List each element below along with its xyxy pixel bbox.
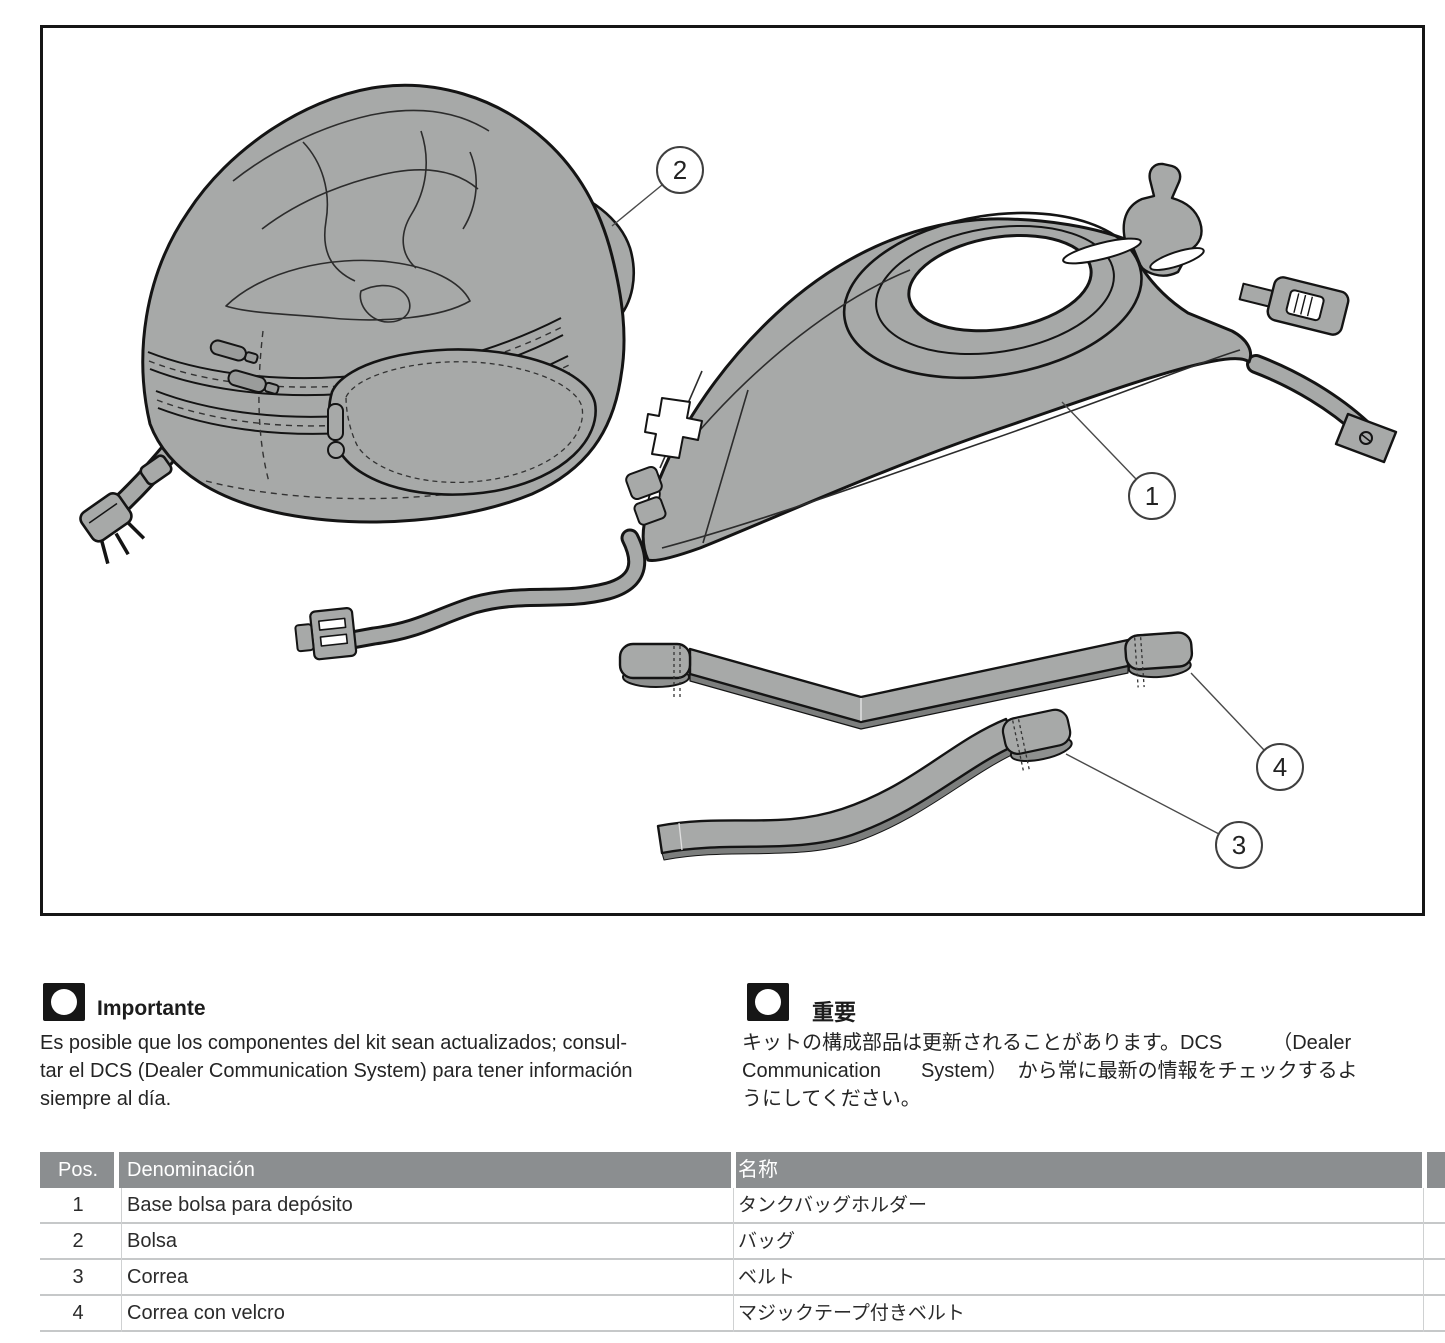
cover-right-buckle — [1238, 276, 1350, 336]
cell-denominacion: Correa — [127, 1266, 189, 1288]
cover-top-hook — [1122, 162, 1203, 277]
strap-drawing — [656, 708, 1073, 861]
zipper-pull — [209, 339, 259, 364]
cell-pos: 3 — [72, 1266, 84, 1288]
cell-pos: 2 — [72, 1230, 84, 1252]
parts-table-header: Pos. Denominación 名称 — [40, 1152, 1445, 1188]
notice-es-line-1: Es posible que los componentes del kit s… — [40, 1032, 628, 1054]
cell-pos: 4 — [72, 1302, 84, 1324]
col-header-pos: Pos. — [57, 1159, 99, 1181]
important-icon — [43, 983, 85, 1021]
notice-ja-line-3: うにしてください。 — [742, 1088, 921, 1110]
col-header-denominacion: Denominación — [127, 1159, 255, 1181]
parts-table: Pos. Denominación 名称 1 Base bolsa para d… — [40, 1152, 1445, 1332]
tank-cover-drawing — [294, 162, 1398, 661]
leader-line-3 — [1065, 753, 1220, 835]
callout-1-label: 1 — [1145, 481, 1159, 511]
bag-front-pocket — [327, 348, 597, 496]
callout-circle-4 — [1256, 743, 1304, 791]
notice-title-ja: 重要 — [812, 1000, 857, 1025]
callout-circle-2 — [656, 146, 704, 194]
leader-line-2 — [611, 184, 663, 227]
callout-2-label: 2 — [673, 155, 687, 185]
cell-denominacion: Correa con velcro — [127, 1302, 285, 1324]
table-row: 1 Base bolsa para depósito タンクバッグホルダー — [40, 1188, 1445, 1224]
cell-meisho: タンクバッグホルダー — [738, 1195, 928, 1216]
leader-line-1 — [1061, 401, 1137, 480]
col-header-meisho: 名称 — [738, 1159, 778, 1181]
cell-meisho: ベルト — [738, 1267, 796, 1288]
notice-text-ja: キットの構成部品は更新されることがあります。DCS （Dealer Commun… — [742, 1029, 1440, 1113]
table-row: 3 Correa ベルト — [40, 1260, 1445, 1296]
notice-title-es: Importante — [97, 997, 206, 1020]
bag-buckle — [79, 492, 146, 565]
notice-ja-line-2: Communication System） から常に最新の情報をチェックするよ — [742, 1060, 1358, 1082]
header-separator — [114, 1152, 119, 1188]
fuel-cap-opening — [907, 233, 1093, 333]
body-separator — [733, 1188, 734, 1332]
header-separator — [1422, 1152, 1427, 1188]
body-separator — [1423, 1188, 1424, 1332]
callout-4-label: 4 — [1273, 752, 1287, 782]
table-row: 4 Correa con velcro マジックテープ付きベルト — [40, 1296, 1445, 1332]
important-icon-dot — [51, 989, 77, 1015]
cell-denominacion: Base bolsa para depósito — [127, 1194, 353, 1216]
cover-body — [641, 217, 1253, 562]
callout-circle-3 — [1215, 821, 1263, 869]
important-icon-jp — [747, 983, 789, 1021]
notice-ja-line-1: キットの構成部品は更新されることがあります。DCS （Dealer — [742, 1032, 1352, 1054]
cell-meisho: バッグ — [738, 1231, 796, 1252]
cover-h-cutout — [644, 397, 703, 459]
important-icon-jp-dot — [755, 989, 781, 1015]
body-separator — [121, 1188, 122, 1332]
table-row: 2 Bolsa バッグ — [40, 1224, 1445, 1260]
notice-es-line-2: tar el DCS (Dealer Communication System)… — [40, 1060, 633, 1082]
leader-line-4 — [1190, 672, 1265, 751]
zipper-pull — [227, 369, 280, 395]
figure-frame: 2 1 4 3 — [40, 25, 1425, 916]
wavy-strap-buckle — [294, 607, 358, 661]
header-separator — [731, 1152, 736, 1188]
velcro-strap-drawing — [618, 631, 1194, 730]
technical-illustration: 2 1 4 3 — [79, 83, 1398, 869]
notice-text-es: Es posible que los componentes del kit s… — [40, 1029, 730, 1113]
parts-table-body: 1 Base bolsa para depósito タンクバッグホルダー 2 … — [40, 1188, 1445, 1332]
notice-es-line-3: siempre al día. — [40, 1088, 172, 1110]
callout-3-label: 3 — [1232, 830, 1246, 860]
callouts — [611, 184, 1265, 835]
cell-denominacion: Bolsa — [127, 1230, 178, 1252]
cell-pos: 1 — [72, 1194, 84, 1216]
tank-bag-drawing — [79, 83, 636, 565]
cell-meisho: マジックテープ付きベルト — [738, 1303, 965, 1324]
callout-circle-1 — [1128, 472, 1176, 520]
